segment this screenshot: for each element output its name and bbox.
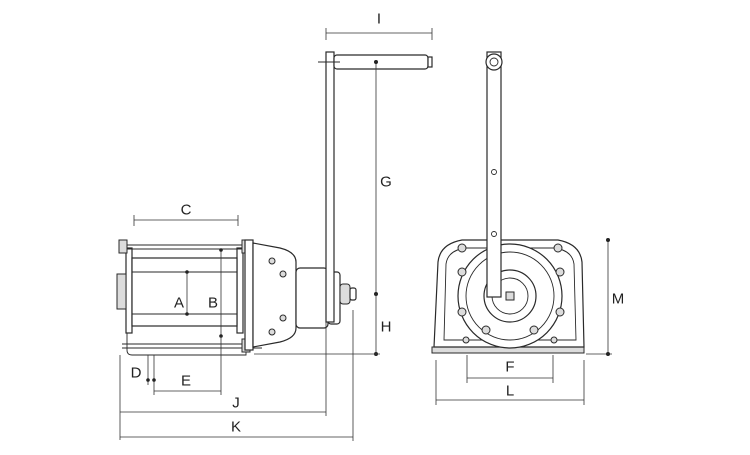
handle-arm-side [325,51,335,323]
ratchet-cap [349,287,357,301]
bolt [553,243,563,253]
ratchet-knob [339,283,351,305]
dimension-label-d: D [130,364,142,382]
dimension-label-h: H [380,318,392,336]
dimension-label-i: I [376,10,382,28]
dimension-label-g: G [380,173,392,191]
bolt [550,336,558,344]
bolt [279,270,287,278]
bolt [268,328,276,336]
base-foot [126,262,247,356]
side-view [116,51,433,356]
dimension-label-c: C [180,201,192,219]
dimension-lines [119,28,612,441]
drum [131,257,238,327]
handle-pivot [485,53,503,71]
dimension-label-f: F [505,358,515,376]
bolt [457,267,467,277]
bolt [529,325,539,335]
handle-hole [491,231,497,237]
gear-housing [252,242,297,348]
dimension-label-a: A [173,294,185,312]
brake-housing [295,267,329,329]
bolt [481,325,491,335]
dimension-label-j: J [232,394,240,412]
bolt [555,307,565,317]
side-plate [244,239,254,351]
gear-cover-ring [465,251,555,341]
drum-flange-right [236,247,244,334]
dimension-label-b: B [207,294,219,312]
bolt [279,314,287,322]
bolt [462,336,470,344]
dimension-label-l: L [505,382,515,400]
drum-flange-left [125,247,133,334]
bolt [457,243,467,253]
handle-hole [491,169,497,175]
handle-grip [333,54,429,70]
bolt [555,267,565,277]
dimension-label-k: K [230,418,242,436]
bolt [268,257,276,265]
bolt [457,307,467,317]
nut [118,239,128,254]
grip-end [427,56,433,68]
dimension-label-e: E [180,372,192,390]
handle-pivot-hole [489,57,499,67]
dimension-label-m: M [611,290,625,308]
shaft-square [505,291,515,301]
front-view [431,51,585,354]
drum-hub [116,273,127,310]
